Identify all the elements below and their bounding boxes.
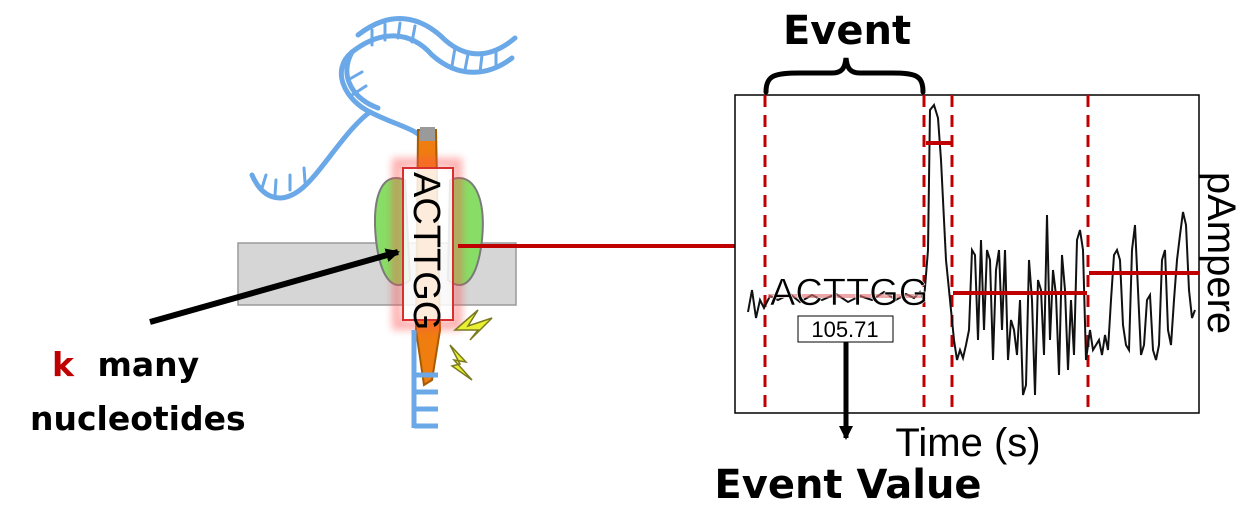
motor-cap: [420, 127, 435, 141]
nanopore-illustration: ACTTGG: [237, 16, 518, 429]
dna-single-strand: [411, 330, 438, 429]
event-title: Event: [783, 8, 911, 54]
event-sequence-label: ACTTGG: [770, 272, 928, 314]
plot-frame: [734, 94, 1200, 414]
current-spark-icon: [449, 309, 493, 381]
kmer-label: k many: [52, 345, 199, 384]
y-axis-label: pAmpere: [1199, 172, 1243, 334]
signal-plot: ACTTGG 105.71: [734, 57, 1200, 440]
event-value-number: 105.71: [811, 317, 878, 342]
kmer-window: [402, 167, 454, 321]
x-axis-label: Time (s): [895, 421, 1040, 465]
event-mean-bars: [768, 141, 1199, 298]
event-brace: [763, 57, 926, 95]
kmer-label-k: k: [52, 345, 75, 384]
event-dividers: [763, 95, 1090, 413]
kmer-label-line2: nucleotides: [30, 399, 246, 438]
dna-double-helix: [249, 16, 518, 201]
event-value-title: Event Value: [714, 462, 981, 505]
kmer-sequence: ACTTGG: [405, 172, 447, 330]
kmer-pointer-arrow: [149, 248, 400, 325]
kmer-label-rest: many: [97, 345, 199, 384]
event-value-box: [797, 315, 894, 343]
